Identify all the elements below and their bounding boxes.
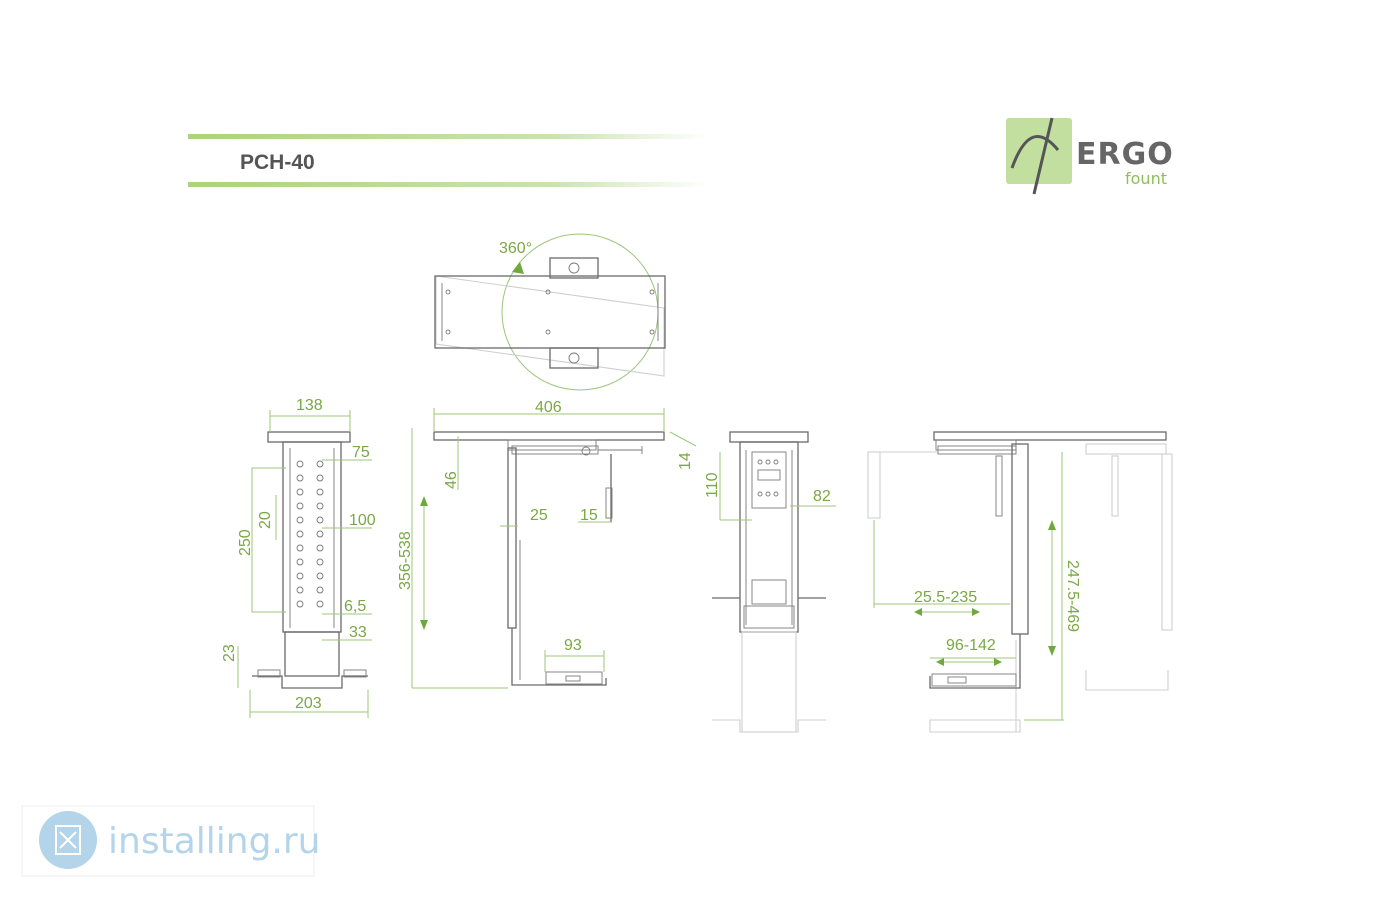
dim-25-5-235: 25.5-235 — [914, 589, 977, 606]
header-band-bottom — [188, 182, 708, 187]
dim-rotation: 360° — [499, 240, 532, 257]
watermark-pattern-icon — [55, 825, 81, 855]
watermark: installing.ru — [21, 805, 320, 877]
header: PCH-40 — [188, 134, 708, 187]
dim-100: 100 — [349, 512, 376, 529]
top-plate — [434, 275, 666, 349]
dim-82: 82 — [813, 488, 831, 505]
dim-96-142: 96-142 — [946, 637, 996, 654]
dim-93: 93 — [564, 637, 582, 654]
front-view-small: 110 82 — [704, 431, 836, 733]
header-band-top — [188, 134, 708, 139]
dim-138: 138 — [296, 397, 323, 414]
logo-square — [1006, 118, 1072, 184]
range-view: 25.5-235 96-142 247.5-469 — [867, 431, 1173, 733]
dim-25: 25 — [530, 507, 548, 524]
top-view: 360° — [434, 233, 666, 391]
rotated-plate-ghost — [435, 275, 665, 377]
dim-46: 46 — [443, 471, 460, 489]
dim-203: 203 — [295, 695, 322, 712]
dim-15: 15 — [580, 507, 598, 524]
dim-406: 406 — [535, 399, 562, 416]
dim-14: 14 — [677, 452, 694, 470]
top-mount-upper — [549, 257, 599, 279]
adjustment-holes — [296, 460, 324, 608]
ergofount-logo: ERGO fount — [1006, 117, 1174, 195]
top-mount-lower — [549, 347, 599, 369]
dim-6-5: 6,5 — [344, 598, 366, 615]
front-view: 138 75 250 20 100 6,5 33 23 203 — [221, 397, 376, 718]
dim-75: 75 — [352, 444, 370, 461]
side-view: 406 46 14 356-538 25 15 93 — [397, 399, 697, 689]
dim-356-538: 356-538 — [397, 531, 414, 590]
watermark-text: installing.ru — [108, 821, 320, 862]
dim-33: 33 — [349, 624, 367, 641]
logo-sub: fount — [1125, 169, 1167, 188]
dim-23: 23 — [221, 644, 238, 662]
logo-word: ERGO — [1076, 137, 1174, 172]
dim-250: 250 — [237, 529, 254, 556]
rotation-arrow-icon — [512, 262, 524, 274]
dim-110: 110 — [704, 472, 721, 498]
dim-247-5-469: 247.5-469 — [1064, 560, 1081, 632]
page-title: PCH-40 — [240, 151, 315, 174]
logo-swoosh-icon — [1010, 117, 1060, 195]
dim-20: 20 — [257, 511, 274, 529]
